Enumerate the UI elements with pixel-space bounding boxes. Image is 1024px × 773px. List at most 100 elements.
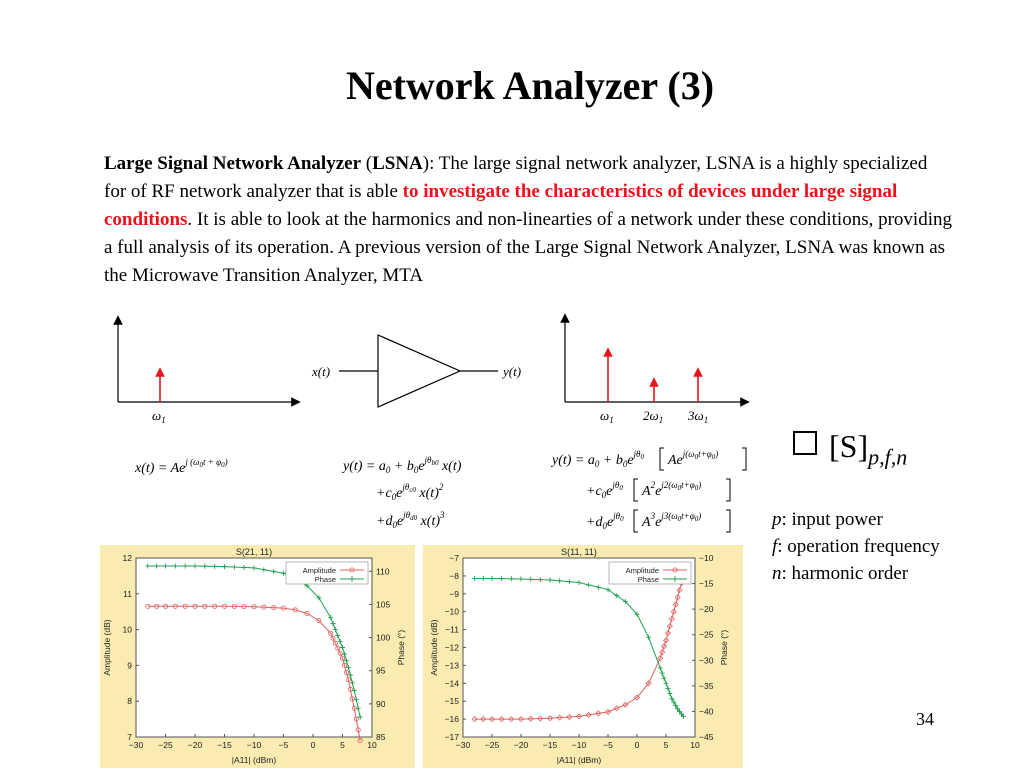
y2-tick-label: −10 bbox=[699, 553, 714, 563]
legend-label: Amplitude bbox=[303, 566, 336, 575]
data-point bbox=[669, 696, 675, 702]
y2-axis-label: Phase (°) bbox=[396, 630, 406, 666]
data-point bbox=[202, 603, 208, 609]
svg-text:+c0ejθc0 x(t)2: +c0ejθc0 x(t)2 bbox=[376, 482, 444, 502]
y-tick-label: 9 bbox=[127, 660, 132, 670]
data-point bbox=[347, 672, 353, 678]
data-point bbox=[499, 576, 505, 582]
data-point bbox=[613, 705, 620, 712]
y2-tick-label: 110 bbox=[376, 566, 390, 576]
data-point bbox=[528, 576, 534, 582]
data-point bbox=[675, 706, 681, 712]
x-tick-label: −30 bbox=[129, 740, 144, 750]
data-point bbox=[163, 563, 168, 569]
data-point bbox=[472, 575, 478, 581]
amplifier-triangle bbox=[377, 334, 462, 408]
y-tick-label: 11 bbox=[123, 589, 132, 599]
y2-tick-label: −20 bbox=[699, 604, 714, 614]
y-tick-label: 8 bbox=[127, 696, 132, 706]
data-point bbox=[332, 627, 338, 633]
y2-tick-label: 100 bbox=[376, 633, 390, 643]
data-point bbox=[680, 714, 686, 720]
data-point bbox=[340, 645, 345, 650]
legend-label: Amplitude bbox=[626, 566, 659, 575]
x-tick-label: 0 bbox=[311, 740, 316, 750]
data-point bbox=[335, 645, 341, 651]
y-tick-label: −11 bbox=[445, 625, 459, 635]
svg-text:A2ej2(ω0t+φ0): A2ej2(ω0t+φ0) bbox=[641, 480, 701, 499]
data-point bbox=[586, 582, 592, 588]
data-point bbox=[163, 603, 169, 609]
y-axis-label: Amplitude (dB) bbox=[429, 619, 439, 675]
data-point bbox=[480, 575, 486, 581]
data-point bbox=[261, 604, 267, 610]
data-point bbox=[667, 691, 673, 697]
index-item: n: harmonic order bbox=[772, 563, 909, 584]
data-point bbox=[341, 662, 347, 668]
data-point bbox=[192, 603, 198, 609]
data-point bbox=[353, 696, 359, 702]
data-point bbox=[345, 677, 351, 683]
data-point bbox=[604, 708, 612, 716]
svg-text:ω1: ω1 bbox=[600, 408, 614, 425]
svg-text:Aej(ω0t+φ0): Aej(ω0t+φ0) bbox=[667, 449, 718, 468]
data-point bbox=[595, 710, 602, 717]
svg-text:y(t) = a0 + b0ejθ0: y(t) = a0 + b0ejθ0 bbox=[550, 449, 644, 469]
data-point bbox=[508, 716, 515, 723]
data-point bbox=[488, 716, 496, 723]
data-point bbox=[661, 643, 668, 650]
data-point bbox=[154, 603, 160, 609]
data-point bbox=[622, 701, 629, 708]
data-point bbox=[645, 680, 652, 687]
data-point bbox=[145, 563, 151, 569]
x-tick-label: 10 bbox=[367, 740, 377, 750]
y-tick-label: −8 bbox=[449, 571, 459, 581]
x-tick-label: −10 bbox=[572, 740, 587, 750]
data-point bbox=[347, 686, 353, 692]
paren-close: ): bbox=[422, 153, 439, 174]
data-point bbox=[330, 621, 336, 627]
data-point bbox=[304, 610, 310, 616]
index-item: f: operation frequency bbox=[772, 536, 940, 557]
data-point bbox=[332, 640, 338, 646]
data-point bbox=[182, 563, 188, 569]
series-line bbox=[474, 575, 684, 720]
data-point bbox=[231, 564, 237, 570]
y2-tick-label: −40 bbox=[699, 706, 714, 716]
data-point bbox=[527, 715, 534, 722]
data-point bbox=[182, 603, 188, 609]
equation-output-general: y(t) = a0 + b0ejθb0 x(t) +c0ejθc0 x(t)2 … bbox=[341, 455, 462, 530]
y2-tick-label: 105 bbox=[376, 599, 390, 609]
data-point bbox=[622, 598, 628, 604]
data-point bbox=[145, 603, 151, 609]
data-point bbox=[251, 604, 257, 610]
plot-area bbox=[135, 557, 373, 738]
data-point bbox=[537, 715, 544, 722]
svg-text:A3ej3(ω0t+φ0): A3ej3(ω0t+φ0) bbox=[641, 511, 701, 530]
x-tick-label: −20 bbox=[188, 740, 203, 750]
x-axis-label: |A11| (dBm) bbox=[557, 755, 602, 765]
index-item: p: input power bbox=[772, 509, 883, 530]
equation-output-substituted: y(t) = a0 + b0ejθ0 Aej(ω0t+φ0) +c0ejθ0 A… bbox=[550, 447, 747, 533]
y-tick-label: 7 bbox=[127, 732, 132, 742]
data-point bbox=[666, 622, 673, 630]
y-axis-label: Amplitude (dB) bbox=[102, 619, 112, 675]
data-point bbox=[518, 576, 524, 582]
data-point bbox=[335, 633, 341, 639]
data-point bbox=[665, 685, 671, 691]
x-tick-label: 0 bbox=[635, 740, 640, 750]
data-point bbox=[316, 618, 322, 624]
data-point bbox=[337, 650, 343, 656]
data-point bbox=[674, 594, 681, 601]
data-point bbox=[212, 563, 218, 569]
data-point bbox=[676, 587, 683, 594]
slide-title: Network Analyzer (3) bbox=[345, 63, 715, 108]
data-point bbox=[480, 716, 487, 723]
y-tick-label: −9 bbox=[449, 589, 459, 599]
s-symbol: [S] bbox=[829, 428, 869, 464]
x-tick-label: 10 bbox=[690, 740, 700, 750]
data-point bbox=[634, 611, 640, 617]
sparam-index-list: p: input power f: operation frequency n:… bbox=[772, 506, 940, 587]
